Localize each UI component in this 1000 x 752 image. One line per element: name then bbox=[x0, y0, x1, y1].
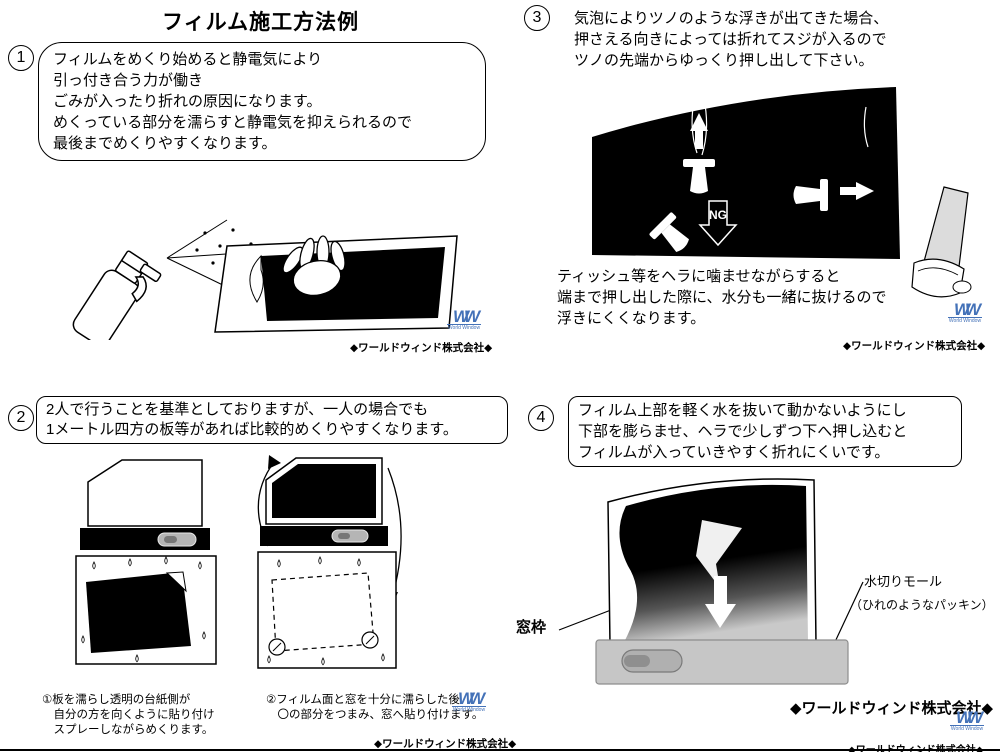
ng-label: NG bbox=[709, 208, 727, 222]
window-frame-leader-line bbox=[558, 609, 612, 631]
world-window-logo: WW World Window bbox=[948, 300, 982, 324]
company-credit: ◆ワールドウィンド株式会社◆ bbox=[350, 342, 493, 354]
arrow-right-icon bbox=[840, 182, 874, 200]
arrow-up-icon bbox=[690, 113, 708, 149]
spray-bottle-icon bbox=[72, 250, 162, 340]
step-2-number: 2 bbox=[8, 405, 34, 431]
ww-logo-subtext: World Window bbox=[452, 706, 486, 713]
tinted-film-panel bbox=[592, 87, 900, 259]
ww-logo-subtext: World Window bbox=[950, 725, 984, 732]
step-4-note: フィルム上部を軽く水を抜いて動かないようにし 下部を膨らませ、ヘラで少しずつ下へ… bbox=[568, 396, 962, 467]
company-credit: ◆ワールドウィンド株式会社◆ bbox=[374, 738, 517, 750]
ww-logo-subtext: World Window bbox=[447, 324, 481, 331]
step-3-note: 気泡によりツノのような浮きが出てきた場合、 押さえる向きによっては折れてスジが入… bbox=[574, 10, 889, 69]
step-1-number: 1 bbox=[8, 45, 34, 71]
board-step2-figure bbox=[257, 455, 402, 669]
page-title: フィルム施工方法例 bbox=[162, 11, 360, 34]
company-credit: ◆ワールドウィンド株式会社◆ bbox=[848, 741, 983, 752]
company-name: ◆ワールドウィンド株式会社◆ bbox=[790, 700, 994, 717]
world-window-logo: WW World Window bbox=[452, 689, 486, 713]
step-4-number: 4 bbox=[528, 405, 554, 431]
tissue-squeegee-icon bbox=[911, 186, 972, 298]
window-install-illustration bbox=[558, 478, 864, 685]
bubble-squeegee-illustration: NG bbox=[592, 87, 972, 298]
ww-logo-subtext: World Window bbox=[948, 317, 982, 324]
arrow-down-icon bbox=[705, 576, 736, 628]
spray-peel-illustration bbox=[72, 219, 458, 340]
bottom-rule bbox=[0, 749, 1000, 751]
board-method-illustration bbox=[75, 455, 402, 669]
molding-label: 水切りモール bbox=[864, 574, 943, 589]
step-2-caption-2: ②フィルム面と窓を十分に濡らした後 〇の部分をつまみ、窓へ貼り付けます。 bbox=[266, 694, 484, 721]
ng-marker: NG bbox=[698, 200, 738, 247]
company-credit: ◆ワールドウィンド株式会社◆ bbox=[843, 340, 986, 352]
ww-logo-mark: WW bbox=[457, 689, 485, 708]
step-2-note: 2人で行うことを基準としておりますが、一人の場合でも 1メートル四方の板等があれ… bbox=[36, 396, 508, 444]
ww-logo-mark: WW bbox=[452, 307, 480, 326]
molding-leader-line bbox=[833, 581, 864, 645]
step-1-note: フィルムをめくり始めると静電気により 引っ付き合う力が働き ごみが入ったり折れの… bbox=[38, 42, 486, 161]
window-frame-label: 窓枠 bbox=[516, 619, 547, 636]
hand-icon bbox=[282, 235, 346, 297]
ww-logo-mark: WW bbox=[953, 300, 981, 319]
ww-logo-mark: WW bbox=[955, 708, 983, 727]
film-fold bbox=[696, 520, 742, 588]
step-3-number: 3 bbox=[524, 5, 550, 31]
step-3-tip: ティッシュ等をヘラに噛ませながらすると 端まで押し出した際に、水分も一緒に抜ける… bbox=[557, 268, 887, 327]
step-2-caption-1: ①板を濡らし透明の台紙側が 自分の方を向くように貼り付け スプレーしながらめくり… bbox=[42, 694, 215, 736]
world-window-logo: WW World Window bbox=[950, 708, 984, 732]
board-step1-figure bbox=[75, 459, 217, 665]
molding-sub-label: （ひれのようなパッキン） bbox=[850, 598, 994, 612]
world-window-logo: WW World Window bbox=[447, 307, 481, 331]
